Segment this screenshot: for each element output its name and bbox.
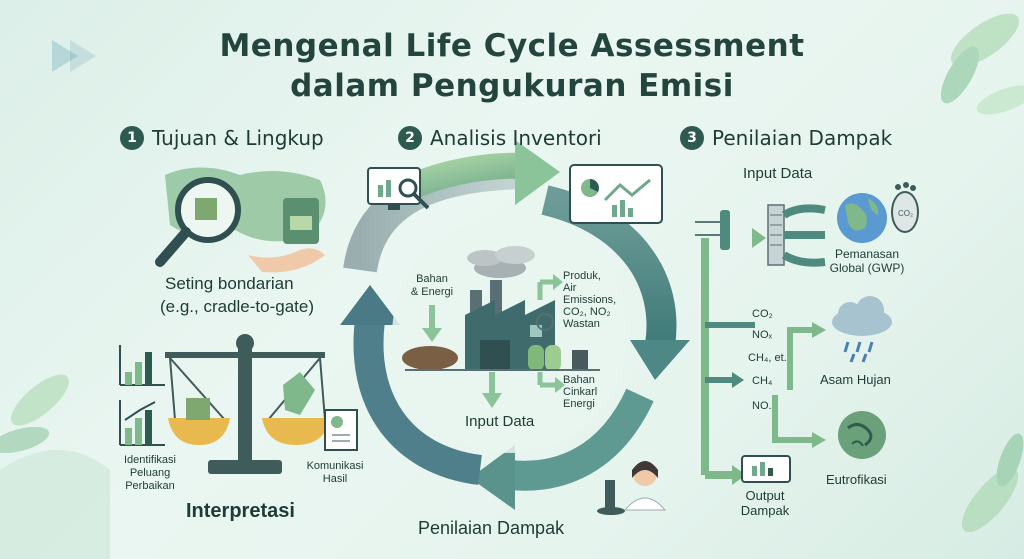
interpretation-title: Interpretasi [186,500,295,522]
page-title-line-1: Mengenal Life Cycle Assessment [219,28,805,64]
microscope-icon [605,480,615,510]
raw-material-pile-icon [402,346,458,370]
boundary-title: Seting bondarian [165,274,294,293]
bottom-impact-label: Penilaian Dampak [418,518,565,538]
report-document-icon [324,409,358,451]
acid-rain-label: Asam Hujan [820,372,891,387]
world-map-magnifier-icon [155,167,326,273]
section-3-label: Penilaian Dampak [712,126,893,150]
scientist-icon [597,461,667,515]
carbon-footprint-icon: CO₂ [891,182,919,233]
play-triangle-decor [52,40,78,72]
center-input-data-label: Input Data [465,413,535,430]
page-title-line-2: dalam Pengukuran Emisi [290,68,734,104]
boundary-example: (e.g., cradle-to-gate) [160,297,315,316]
gas-nox: NOₓ [752,329,773,341]
gwp-label: Pemanasan Global (GWP) [829,247,905,275]
gear-icon [536,313,554,331]
tank-icon [528,345,544,371]
input-materials-label: Bahan & Energi [410,273,454,298]
dashboard-monitor-icon [569,164,663,224]
gas-co2: CO₂ [752,308,773,320]
monitor-search-icon [367,167,430,210]
section-1-number: 1 [120,126,144,150]
gas-ch4: CH₄ [752,375,773,387]
section-1-heading: 1 Tujuan & Lingkup [120,126,324,150]
barrel-icon [572,350,588,370]
section-3-number: 3 [680,126,704,150]
communication-label: Komunikasi Hasil [306,460,364,485]
factory-icon [402,246,600,371]
section-1-label: Tujuan & Lingkup [152,126,324,150]
waste-energy-label: Bahan Cinkarl Energi [563,374,598,410]
outputs-label: Produk, Air Emissions, CO₂, NO₂ Wastan [563,270,617,330]
rain-cloud-icon [832,296,892,363]
svg-text:CO₂: CO₂ [898,209,913,218]
output-chart-icon [741,455,791,483]
globe-icon [837,193,887,243]
inventory-flow-arrows [422,274,565,408]
section-2-label: Analisis Inventori [430,126,602,150]
recycle-icon [283,372,315,415]
section-3-heading: 3 Penilaian Dampak [680,126,892,150]
corner-leaves-top-right [940,13,1024,115]
corner-leaves-bottom-right [961,433,1024,533]
bar-chart-icons [119,345,165,446]
section-2-heading: 2 Analisis Inventori [398,126,602,150]
gas-no: NO. [752,400,772,412]
output-impact-label: Output Dampak [740,488,790,518]
corner-leaves-bottom-left [0,374,110,559]
box-icon [186,398,210,420]
algae-water-icon [838,411,886,459]
impact-pipes [695,204,826,485]
impact-input-data-label: Input Data [743,165,813,182]
hand-icon [248,248,325,273]
section-2-number: 2 [398,126,422,150]
improvement-label: Identifikasi Peluang Perbaikan [124,454,176,492]
scale-balance-icon [165,334,330,474]
eutrophication-label: Eutrofikasi [826,472,887,487]
gas-ch4-etc: CH₄, et. [748,352,787,364]
